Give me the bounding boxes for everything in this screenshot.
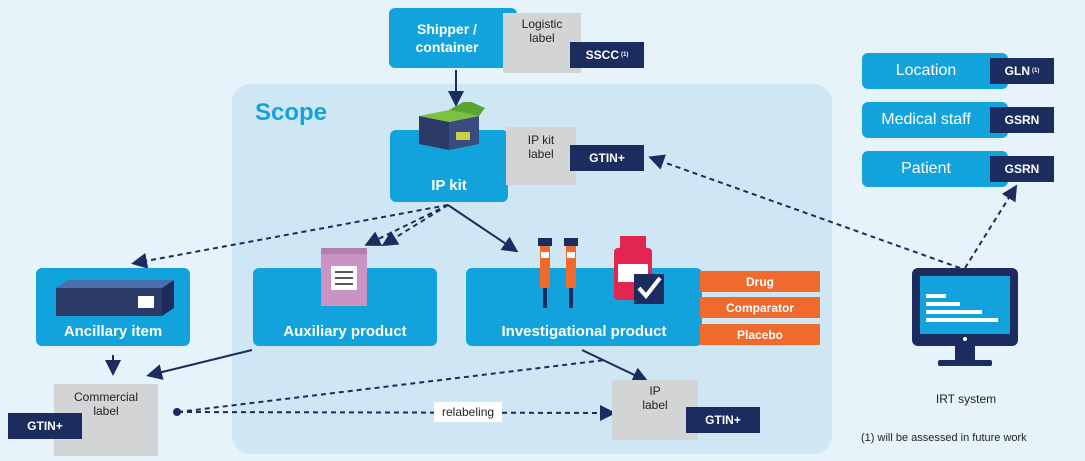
gln-text: GLN (1004, 64, 1030, 78)
commercial-label-text: Commercial label (73, 390, 138, 418)
logistic-label: Logistic label (503, 13, 581, 73)
patient-label: Patient (901, 160, 951, 177)
ancillary-box-icon (56, 280, 174, 316)
ip-label: IP label (612, 380, 698, 440)
gln-note: (1) (1032, 68, 1040, 74)
patient-box: Patient (862, 151, 1008, 187)
investigational-product-box: Investigational product (466, 236, 702, 346)
box-icon (419, 102, 485, 150)
location-box: Location (862, 53, 1008, 89)
ip-label-text: IP label (642, 384, 668, 412)
comparator-tag: Comparator (700, 297, 820, 318)
investigational-product-label: Investigational product (501, 323, 667, 340)
placebo-tag: Placebo (700, 324, 820, 345)
medical-staff-box: Medical staff (862, 102, 1008, 138)
irt-system-label: IRT system (935, 392, 997, 406)
medical-staff-label: Medical staff (881, 111, 971, 128)
location-label: Location (895, 62, 957, 79)
patient-gsrn-code: GSRN (990, 156, 1054, 182)
auxiliary-product-label: Auxiliary product (283, 323, 407, 340)
gln-code: GLN(1) (990, 58, 1054, 84)
ancillary-item-label: Ancillary item (63, 323, 163, 340)
shipper-container-label: Shipper / container (415, 21, 479, 55)
shipper-container-box: Shipper / container (389, 8, 517, 68)
sscc-text: SSCC (585, 48, 619, 62)
medical-gsrn-code: GSRN (990, 107, 1054, 133)
syringe-icon (538, 238, 578, 308)
ip-kit-gtin: GTIN+ (570, 145, 644, 171)
medicine-bottle-icon (614, 236, 664, 304)
commercial-label: Commercial label (54, 384, 158, 456)
drug-tag: Drug (700, 271, 820, 292)
footnote: (1) will be assessed in future work (861, 432, 1027, 444)
ip-kit-label-text: IP kit label (527, 133, 555, 161)
relabeling-label: relabeling (434, 402, 503, 422)
sscc-code: SSCC(1) (570, 42, 644, 68)
sscc-note: (1) (621, 52, 629, 58)
auxiliary-product-box: Auxiliary product (253, 248, 437, 346)
ip-kit-box: IP kit (390, 102, 508, 202)
scope-title: Scope (255, 99, 328, 126)
pouch-icon (321, 248, 367, 306)
ancillary-item-box: Ancillary item (36, 268, 190, 346)
ip-label-gtin: GTIN+ (686, 407, 760, 433)
commercial-gtin: GTIN+ (8, 413, 82, 439)
monitor-icon (912, 268, 1018, 366)
ip-kit-label: IP kit (431, 177, 467, 194)
logistic-label-text: Logistic label (521, 17, 563, 45)
ip-kit-label-tag: IP kit label (506, 127, 576, 185)
